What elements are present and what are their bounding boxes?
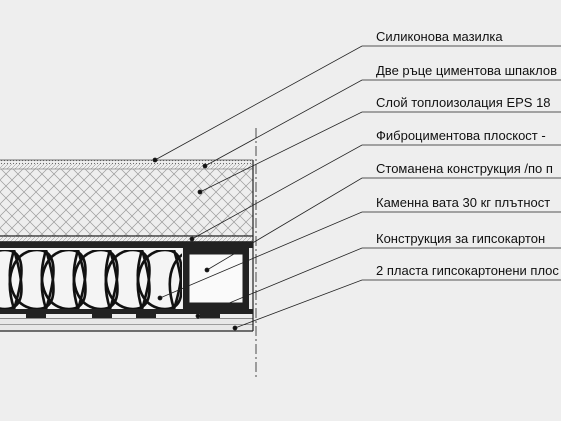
label-steel-structure: Стоманена конструкция /по п	[376, 161, 553, 176]
cement-putty-layer	[0, 164, 253, 169]
stone-wool-loops	[0, 250, 182, 309]
label-fiber-cement-board: Фиброциментова плоскост -	[376, 128, 546, 143]
leader-lines	[152, 45, 561, 331]
fiber-cement-board	[0, 236, 253, 242]
label-silicone-render: Силиконова мазилка	[376, 29, 503, 44]
gypsum-board-1	[0, 319, 253, 325]
gypsum-board-2	[0, 325, 253, 331]
drywall-substructure	[26, 314, 220, 318]
steel-top-flange	[0, 242, 253, 248]
label-cement-putty: Две ръце циментова шпаклов	[376, 63, 557, 78]
label-drywall-structure: Конструкция за гипсокартон	[376, 231, 545, 246]
stone-wool-cavity	[0, 248, 182, 309]
label-stone-wool: Каменна вата 30 кг плътност	[376, 195, 550, 210]
eps-insulation-layer	[0, 169, 253, 236]
label-eps-insulation: Слой топлоизолация EPS 18	[376, 95, 551, 110]
steel-bottom-flange	[0, 309, 253, 314]
label-gypsum-boards: 2 пласта гипсокартонени плос	[376, 263, 559, 278]
silicone-render-layer	[0, 160, 253, 164]
